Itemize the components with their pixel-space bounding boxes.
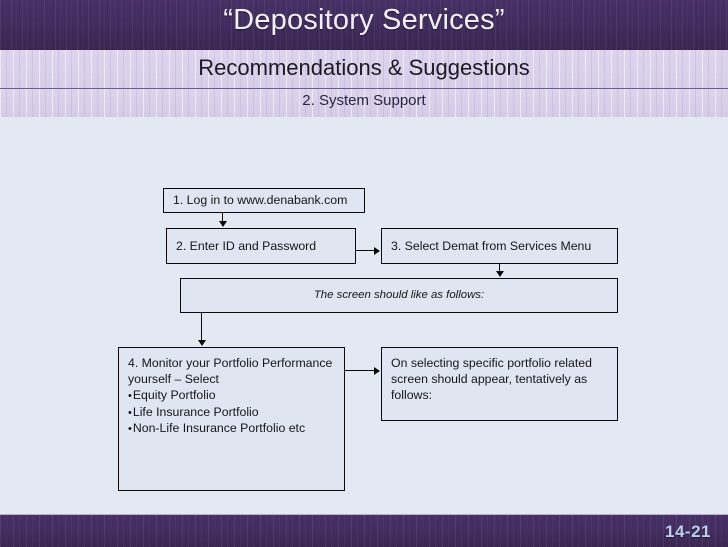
flow-box-result: On selecting specific portfolio related … — [381, 347, 618, 421]
title-band: “Depository Services” — [0, 0, 728, 50]
flow-box-step-2-label: 2. Enter ID and Password — [176, 238, 317, 253]
flowchart-canvas: 1. Log in to www.denabank.com 2. Enter I… — [0, 117, 728, 514]
flow-box-step-3: 3. Select Demat from Services Menu — [381, 228, 618, 264]
flow-box-step-4-bullet-list: Equity Portfolio Life Insurance Portfoli… — [128, 387, 335, 437]
flow-box-step-2: 2. Enter ID and Password — [166, 228, 356, 264]
slide-footer: 14-21 — [0, 514, 728, 547]
slide-title: “Depository Services” — [223, 4, 505, 36]
flow-box-result-label: On selecting specific portfolio related … — [391, 356, 592, 403]
page-number: 14-21 — [665, 522, 711, 541]
flow-box-step-3-label: 3. Select Demat from Services Menu — [391, 238, 592, 253]
section-band: 2. System Support — [0, 89, 728, 117]
slide-section-label: 2. System Support — [302, 92, 426, 109]
list-item: Life Insurance Portfolio — [128, 404, 335, 421]
subtitle-band: Recommendations & Suggestions — [0, 50, 728, 89]
flow-box-step-1: 1. Log in to www.denabank.com — [163, 188, 365, 213]
flow-box-step-4-line1: 4. Monitor your Portfolio Performance — [128, 356, 333, 370]
slide-subtitle: Recommendations & Suggestions — [198, 55, 530, 80]
list-item: Equity Portfolio — [128, 387, 335, 404]
list-item: Non-Life Insurance Portfolio etc — [128, 420, 335, 437]
flow-box-step-4: 4. Monitor your Portfolio Performance yo… — [118, 347, 345, 491]
flow-box-note: The screen should like as follows: — [180, 278, 618, 313]
flow-box-step-4-line2: yourself – Select — [128, 372, 219, 387]
flow-box-note-label: The screen should like as follows: — [313, 288, 485, 301]
flow-box-step-1-label: 1. Log in to www.denabank.com — [173, 193, 348, 208]
slide-header: “Depository Services” Recommendations & … — [0, 0, 728, 117]
